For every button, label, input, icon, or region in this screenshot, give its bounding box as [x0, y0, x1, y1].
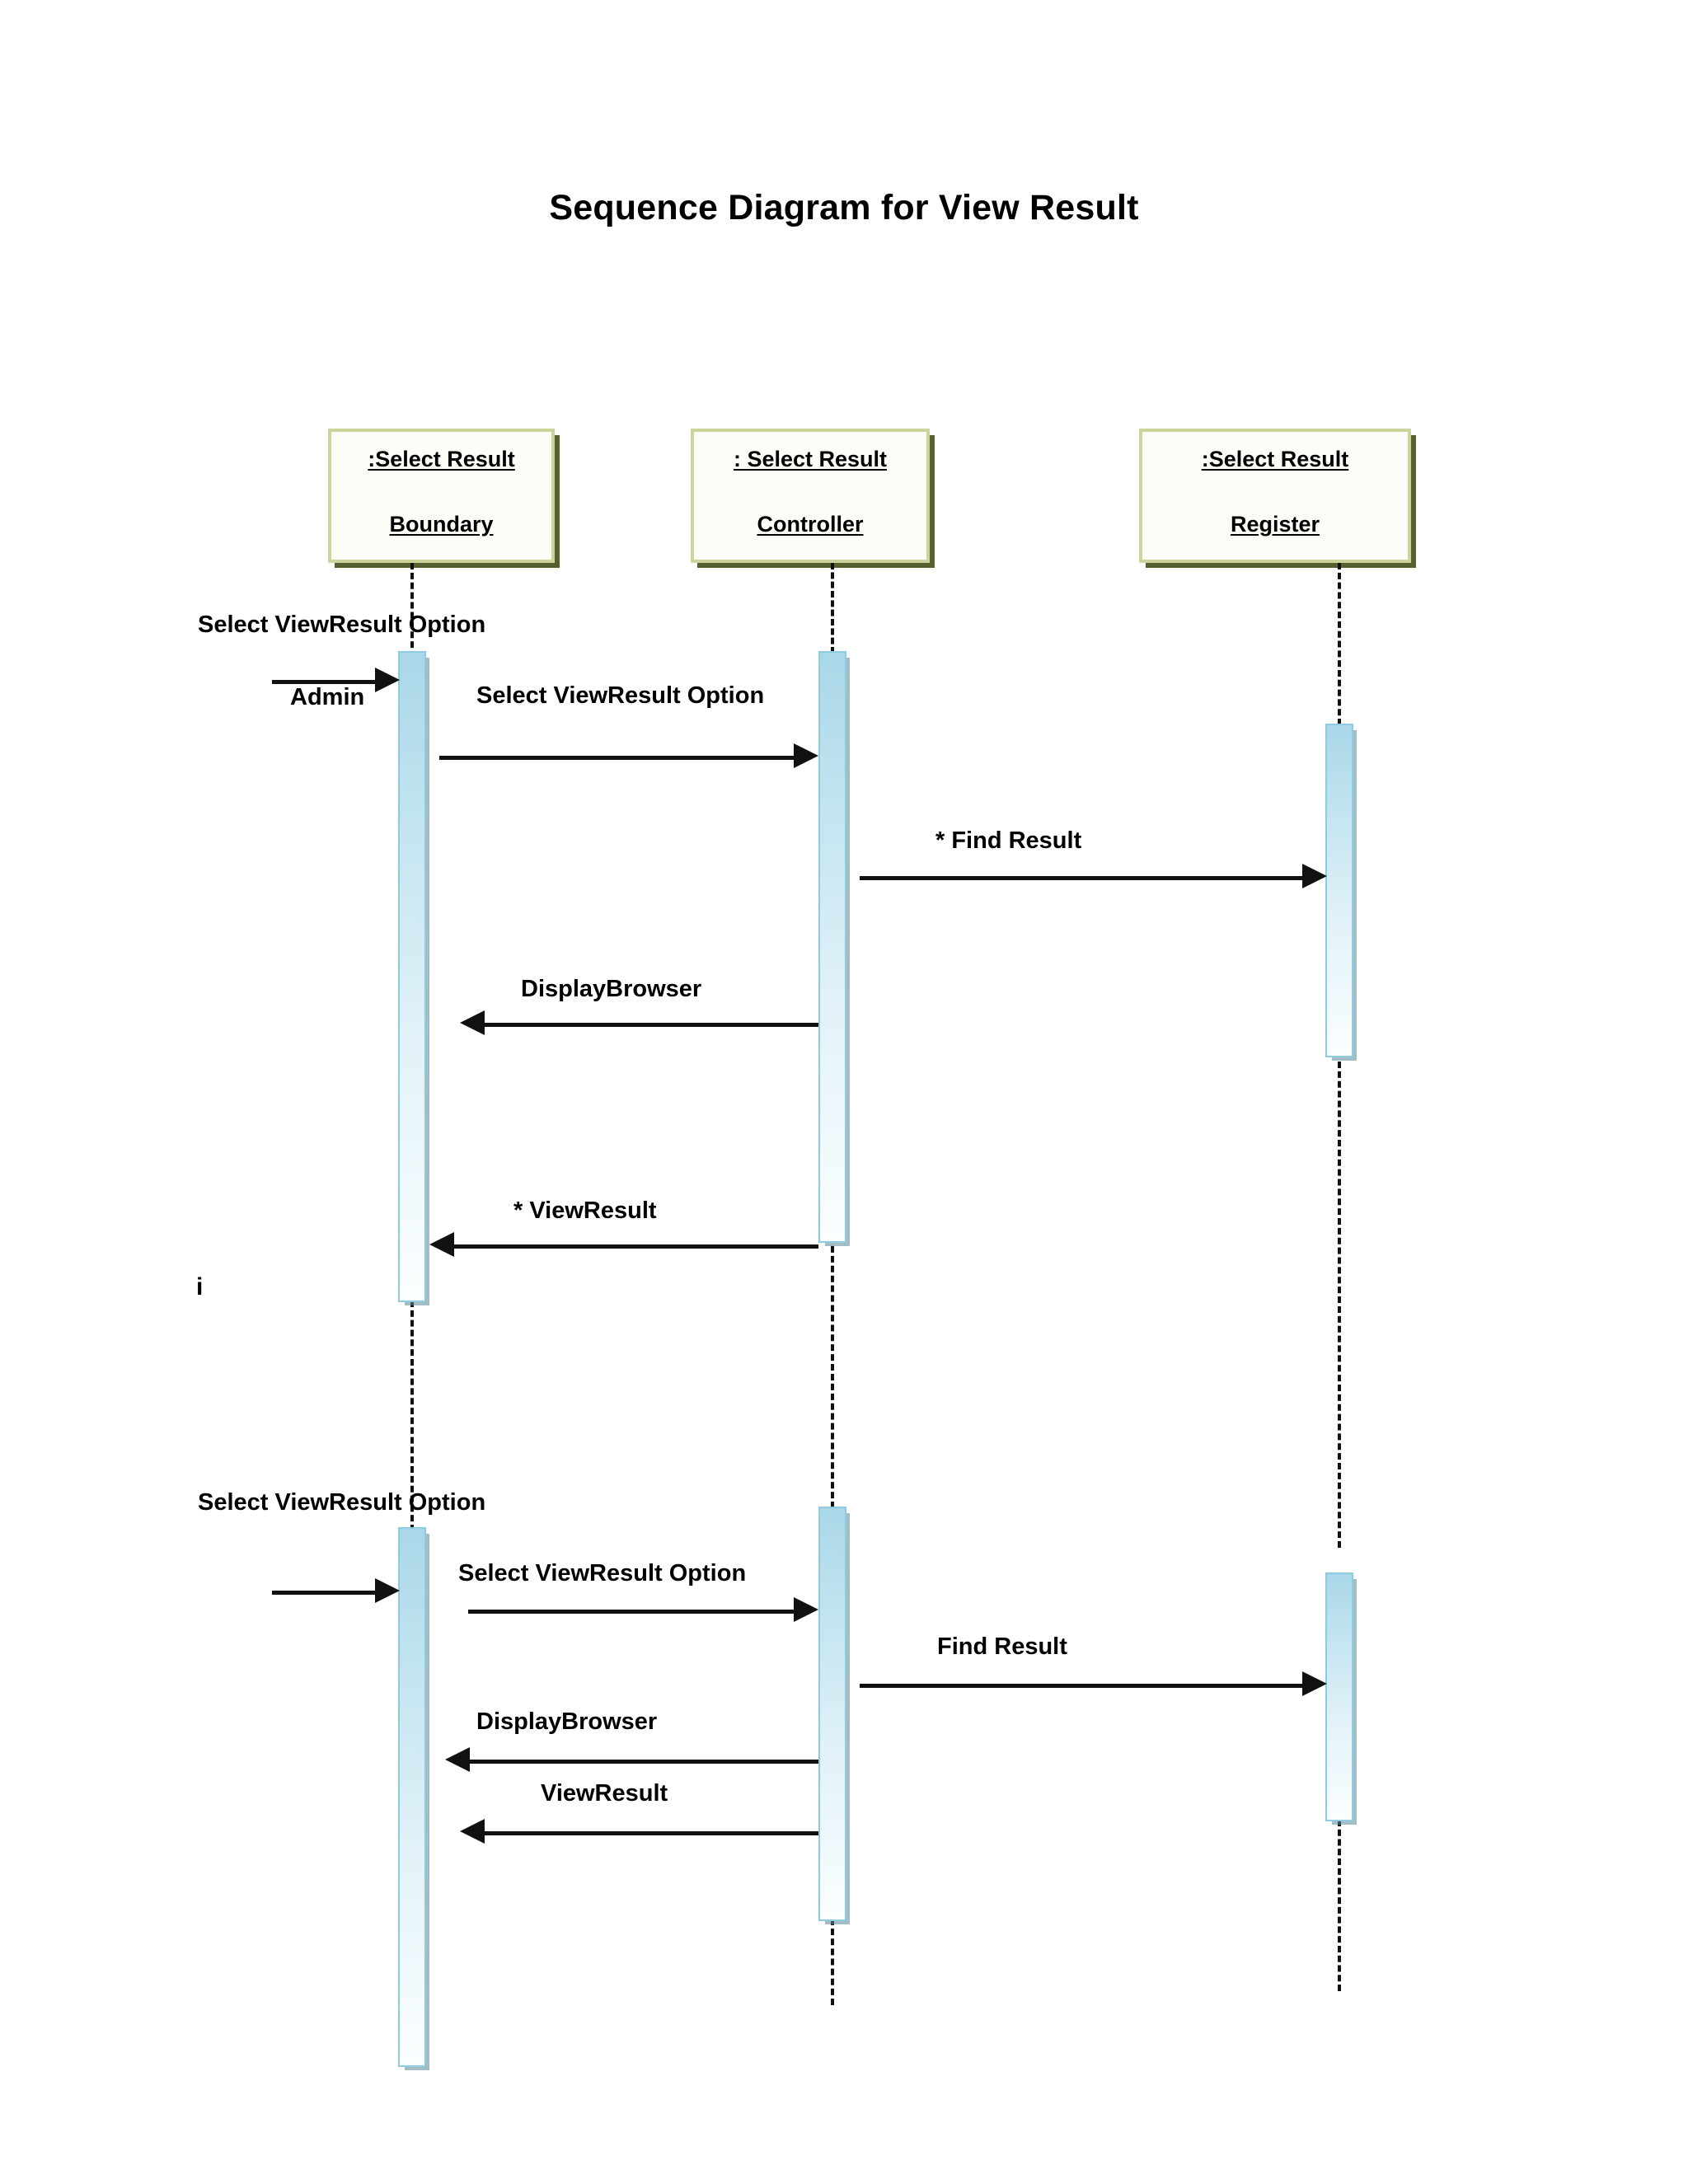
message-m5-label: * ViewResult [513, 1197, 657, 1224]
message-m2-label: Select ViewResult Option [476, 682, 765, 709]
activation-boundary-2[interactable] [398, 1527, 426, 2067]
actor-label-admin: Admin [290, 684, 365, 710]
participant-box-controller[interactable]: : Select Result Controller [691, 429, 930, 563]
message-m7-label: Select ViewResult Option [458, 1560, 747, 1586]
participant-boundary-line2: Boundary [389, 512, 494, 537]
participant-register-line1: :Select Result [1201, 447, 1349, 471]
page-title: Sequence Diagram for View Result [549, 188, 1139, 227]
participant-controller-line1: : Select Result [733, 447, 888, 471]
lifeline-register-seg3 [1338, 1820, 1341, 1991]
message-m9-label: DisplayBrowser [476, 1708, 658, 1735]
activation-controller-1[interactable] [818, 651, 846, 1243]
participant-box-register[interactable]: :Select Result Register [1139, 429, 1411, 563]
participant-box-boundary[interactable]: :Select Result Boundary [328, 429, 555, 563]
activation-register-1[interactable] [1325, 724, 1353, 1057]
message-m8-label: Find Result [937, 1633, 1067, 1660]
lifeline-boundary-seg2 [410, 1301, 414, 1531]
iteration-marker: i [196, 1273, 204, 1301]
participant-controller-line2: Controller [757, 512, 864, 537]
lifeline-boundary-seg1 [410, 563, 414, 658]
lifeline-controller-seg3 [831, 1919, 834, 2005]
block-header-2: Select ViewResult Option [198, 1489, 486, 1516]
activation-controller-2[interactable] [818, 1507, 846, 1921]
lifeline-controller-seg2 [831, 1236, 834, 1508]
message-m4-label: DisplayBrowser [521, 976, 702, 1002]
participant-boundary-line1: :Select Result [368, 447, 515, 471]
lifeline-register-seg1 [1338, 563, 1341, 725]
participant-register-line2: Register [1230, 512, 1320, 537]
message-m10-label: ViewResult [541, 1780, 668, 1807]
block-header-1: Select ViewResult Option [198, 612, 486, 638]
activation-register-2[interactable] [1325, 1572, 1353, 1821]
lifeline-register-seg2 [1338, 1062, 1341, 1548]
message-m3-label: * Find Result [935, 827, 1082, 854]
activation-boundary-1[interactable] [398, 651, 426, 1302]
lifeline-controller-seg1 [831, 563, 834, 654]
